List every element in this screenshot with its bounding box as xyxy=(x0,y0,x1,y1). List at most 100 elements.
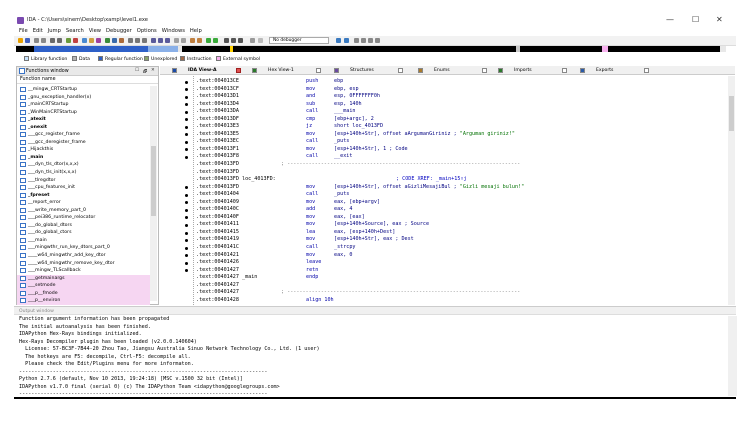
problems-icon[interactable] xyxy=(174,38,179,43)
disassembly-scrollbar[interactable] xyxy=(728,76,735,305)
function-row[interactable]: ___getmainargs xyxy=(17,274,150,283)
menu-edit[interactable]: Edit xyxy=(32,28,43,34)
tab-structures[interactable]: Structures xyxy=(350,68,374,73)
script-icon[interactable] xyxy=(213,38,218,43)
function-row[interactable]: _mainCRTStartup xyxy=(17,101,150,109)
attach-icon[interactable] xyxy=(344,38,349,43)
tab-close-icon[interactable] xyxy=(562,68,567,73)
function-row[interactable]: ___pei386_runtime_relocator xyxy=(17,214,150,222)
stop-icon[interactable] xyxy=(238,38,243,43)
back-icon[interactable] xyxy=(34,38,39,43)
string-icon[interactable] xyxy=(96,38,101,43)
tab-enums[interactable]: Enums xyxy=(434,68,450,73)
functions-scrollbar-thumb[interactable] xyxy=(151,146,156,216)
panel-close-icon[interactable]: ✕ xyxy=(151,68,155,73)
tab-close-icon[interactable] xyxy=(236,68,241,73)
panel-float-icon[interactable]: 🗗 xyxy=(143,70,148,75)
struct-icon[interactable] xyxy=(112,38,117,43)
function-row[interactable]: ___dyn_tls_init(x,x,x) xyxy=(17,169,150,177)
patch-icon[interactable] xyxy=(181,38,186,43)
open-file-icon[interactable] xyxy=(18,38,23,43)
function-row[interactable]: ___do_global_dtors xyxy=(17,222,150,230)
tab-close-icon[interactable] xyxy=(644,68,649,73)
panel-restore-icon[interactable]: ☐ xyxy=(135,68,140,73)
function-row[interactable]: _onexit xyxy=(17,124,150,132)
tab-close-icon[interactable] xyxy=(482,68,487,73)
function-row[interactable]: ___p__environ xyxy=(17,297,150,305)
function-row[interactable]: ___mingw_TLScallback xyxy=(17,267,150,275)
xref-icon[interactable] xyxy=(142,38,147,43)
code-line[interactable]: .text:004013FD; ------------------------… xyxy=(196,161,724,169)
names-icon[interactable] xyxy=(158,38,163,43)
code-line[interactable]: .text:004013FD xyxy=(196,169,724,177)
play-icon[interactable] xyxy=(224,38,229,43)
data-icon[interactable] xyxy=(89,38,94,43)
tab-close-icon[interactable] xyxy=(316,68,321,73)
binary-search-icon[interactable] xyxy=(73,38,78,43)
menu-file[interactable]: File xyxy=(19,28,28,34)
signatures-icon[interactable] xyxy=(165,38,170,43)
function-row[interactable]: ___gcc_register_frame xyxy=(17,131,150,139)
function-row[interactable]: __report_error xyxy=(17,199,150,207)
function-name-column-header[interactable]: Function name xyxy=(17,76,158,84)
function-row[interactable]: ___main xyxy=(17,237,150,245)
function-row[interactable]: ___dyn_tls_dtor(x,x,x) xyxy=(17,161,150,169)
output-scrollbar[interactable] xyxy=(728,316,737,396)
breakpoint-icon[interactable] xyxy=(354,38,359,43)
maximize-button[interactable]: ☐ xyxy=(692,15,700,24)
step-icon[interactable] xyxy=(258,38,263,43)
tab-ida-view-a[interactable]: IDA View-A xyxy=(188,68,217,73)
function-row[interactable]: _WinMainCRTStartup xyxy=(17,109,150,117)
debugger-options-icon[interactable] xyxy=(336,38,341,43)
graph-icon[interactable] xyxy=(128,38,133,43)
close-button[interactable]: ✕ xyxy=(716,15,723,24)
enum-icon[interactable] xyxy=(119,38,124,43)
function-row[interactable]: ___gcc_deregister_frame xyxy=(17,139,150,147)
hex-view-icon[interactable] xyxy=(190,38,195,43)
code-line[interactable]: .text:00401427; ------------------------… xyxy=(196,289,724,297)
menu-jump[interactable]: Jump xyxy=(47,28,61,34)
menu-search[interactable]: Search xyxy=(65,28,84,34)
menu-options[interactable]: Options xyxy=(136,28,157,34)
function-row[interactable]: ___write_memory_part_0 xyxy=(17,207,150,215)
function-row[interactable]: ___do_global_ctors xyxy=(17,229,150,237)
function-row[interactable]: _fpreset xyxy=(17,192,150,200)
function-row[interactable]: ____w64_mingwthr_add_key_dtor xyxy=(17,252,150,260)
menu-help[interactable]: Help xyxy=(189,28,202,34)
tracing-icon[interactable] xyxy=(361,38,366,43)
function-row[interactable]: ___setmode xyxy=(17,282,150,290)
watch-icon[interactable] xyxy=(368,38,373,43)
save-icon[interactable] xyxy=(25,38,30,43)
function-row[interactable]: _gnu_exception_handler(x) xyxy=(17,94,150,102)
code-icon[interactable] xyxy=(82,38,87,43)
tab-hex-view-1[interactable]: Hex View-1 xyxy=(268,68,294,73)
jump-icon[interactable] xyxy=(50,38,55,43)
function-row[interactable]: __mingw_CRTStartup xyxy=(17,86,150,94)
calculator-icon[interactable] xyxy=(197,38,202,43)
function-row[interactable]: _main xyxy=(17,154,150,162)
plugin-icon[interactable] xyxy=(206,38,211,43)
code-line[interactable]: .text:00401427 xyxy=(196,282,724,290)
tab-close-icon[interactable] xyxy=(398,68,403,73)
navigation-band[interactable] xyxy=(16,46,726,52)
